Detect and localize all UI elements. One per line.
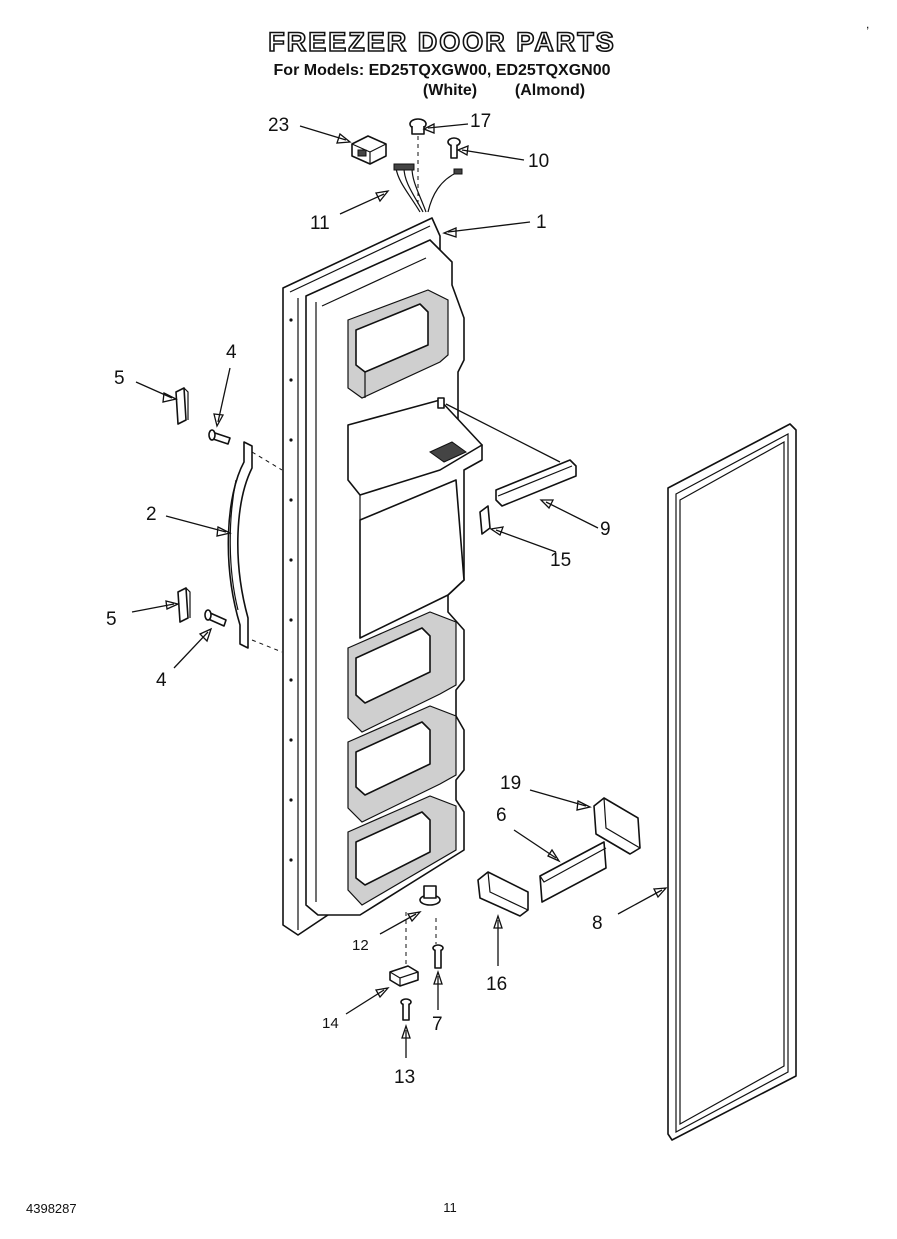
callout-6: 6: [496, 805, 507, 826]
leader-lines: [131, 122, 668, 1058]
part-4-handle-screw-bottom: [204, 609, 227, 627]
callout-16: 16: [486, 974, 507, 995]
callout-7: 7: [432, 1014, 443, 1035]
part-16-bin-end: [477, 871, 529, 917]
part-7-screw: [432, 944, 444, 969]
door-edge-screws: [289, 318, 293, 862]
callout-12: 12: [352, 937, 369, 954]
part-11-wire-harness: [393, 163, 463, 213]
part-12-hinge-bushing: [419, 885, 441, 906]
part-4-handle-screw-top: [208, 429, 231, 445]
callout-10: 10: [528, 151, 549, 172]
freezer-door-assembly: [282, 217, 483, 936]
callout-4-top: 4: [226, 342, 237, 363]
part-13-screw: [400, 998, 412, 1021]
callout-14: 14: [322, 1015, 339, 1032]
callout-9: 9: [600, 519, 611, 540]
part-15-clip: [479, 505, 491, 535]
part-8-door-gasket: [667, 423, 797, 1141]
callout-8: 8: [592, 913, 603, 934]
part-2-door-handle: [227, 441, 253, 649]
callout-5-top: 5: [114, 368, 125, 389]
callout-17: 17: [470, 111, 491, 132]
callout-13: 13: [394, 1067, 415, 1088]
part-10-screw: [447, 137, 461, 159]
callout-5-bottom: 5: [106, 609, 117, 630]
callout-15: 15: [550, 550, 571, 571]
callout-1: 1: [536, 212, 547, 233]
part-6-bin-front: [539, 841, 607, 903]
part-23-wire-connector: [351, 135, 387, 165]
part-17-plug: [409, 118, 427, 135]
document-number: 4398287: [26, 1201, 77, 1216]
part-5-end-cap-bottom: [177, 587, 191, 623]
page-title: FREEZER DOOR PARTS: [268, 27, 616, 57]
part-14-hinge-block: [389, 965, 419, 987]
callout-23: 23: [268, 115, 289, 136]
part-19-bin-end: [593, 797, 641, 855]
variant-almond: (Almond): [515, 82, 585, 99]
callout-11: 11: [310, 213, 330, 234]
page-number: 11: [443, 1200, 457, 1215]
variant-white: (White): [423, 82, 477, 99]
part-5-end-cap-top: [175, 387, 189, 425]
corner-mark: ,: [866, 17, 869, 31]
callout-2: 2: [146, 504, 157, 525]
part-9-trim-rail: [495, 459, 577, 507]
callout-4-bottom: 4: [156, 670, 167, 691]
callout-19: 19: [500, 773, 521, 794]
models-line: For Models: ED25TQXGW00, ED25TQXGN00: [274, 62, 611, 79]
